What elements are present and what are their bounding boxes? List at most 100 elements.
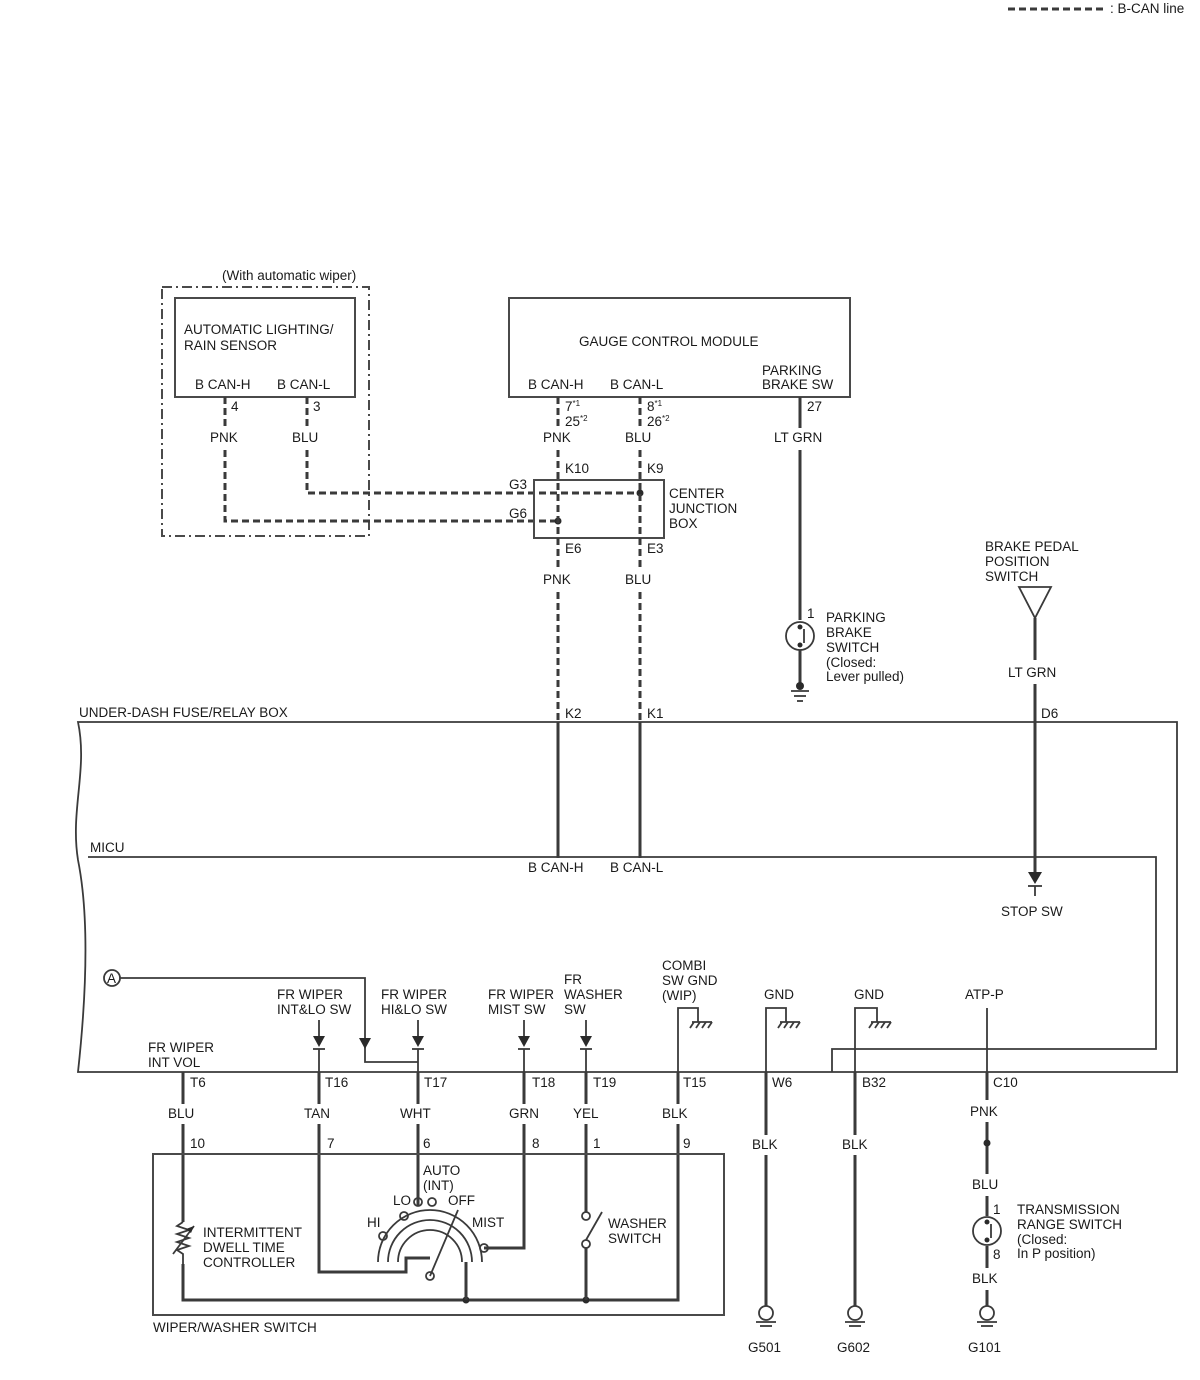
wiper-pin-8: 8 <box>532 1136 540 1151</box>
brake-pedal-switch: BRAKE PEDAL POSITION SWITCH LT GRN D6 <box>985 539 1079 896</box>
junction-wire-pnk: PNK <box>543 572 571 587</box>
rotary-mist: MIST <box>472 1215 504 1230</box>
wiper-pin-1: 1 <box>593 1136 601 1151</box>
junction-k9: K9 <box>647 461 664 476</box>
brake-pedal-pin-d6: D6 <box>1041 706 1058 721</box>
washer-switch-label-2: SWITCH <box>608 1231 661 1246</box>
micu-bcan-l: B CAN-L <box>610 860 664 875</box>
parking-brake-switch: 1 PARKING BRAKE SWITCH (Closed: Lever pu… <box>785 397 904 702</box>
pin-label-wash-3: SW <box>564 1002 586 1017</box>
terminal-t16: T16 <box>325 1075 348 1090</box>
wire-t17: WHT <box>400 1106 431 1121</box>
gauge-wire-ltgrn: LT GRN <box>774 430 822 445</box>
trans-label-1: TRANSMISSION <box>1017 1202 1120 1217</box>
gauge-pin-h-b: 25*2 <box>565 414 588 429</box>
terminal-labels: T6 T16 T17 T18 T19 T15 W6 B32 C10 <box>190 1075 1018 1090</box>
wire-t16: TAN <box>304 1106 330 1121</box>
ground-g101: G101 <box>968 1340 1001 1355</box>
parking-switch-label-2: BRAKE <box>826 625 872 640</box>
gauge-pb-label-1: PARKING <box>762 363 822 378</box>
parking-switch-label-5: Lever pulled) <box>826 669 904 684</box>
wiper-pin-6: 6 <box>423 1136 431 1151</box>
rain-sensor-bcan-l: B CAN-L <box>277 377 331 392</box>
pin-label-int-vol-1: FR WIPER <box>148 1040 214 1055</box>
legend: : B-CAN line <box>1008 1 1184 16</box>
junction-k10: K10 <box>565 461 589 476</box>
pin-label-mist-2: MIST SW <box>488 1002 546 1017</box>
rain-sensor-pin-4: 4 <box>231 399 239 414</box>
wire-t15: BLK <box>662 1106 688 1121</box>
junction-label-3: BOX <box>669 516 698 531</box>
rain-sensor-wire-blu: BLU <box>292 430 318 445</box>
pin-label-gnd-1: GND <box>764 987 794 1002</box>
wiper-switch-label: WIPER/WASHER SWITCH <box>153 1320 317 1335</box>
rain-sensor-title-1: AUTOMATIC LIGHTING/ <box>184 322 334 337</box>
trans-pin-8: 8 <box>993 1247 1001 1262</box>
micu-bcan-h: B CAN-H <box>528 860 584 875</box>
trans-label-4: In P position) <box>1017 1246 1096 1261</box>
pin-label-hilo-2: HI&LO SW <box>381 1002 447 1017</box>
trans-label-2: RANGE SWITCH <box>1017 1217 1122 1232</box>
underdash-k1: K1 <box>647 706 664 721</box>
junction-g3: G3 <box>509 477 527 492</box>
trans-pin-1: 1 <box>993 1202 1001 1217</box>
junction-g6: G6 <box>509 506 527 521</box>
junction-label-1: CENTER <box>669 486 725 501</box>
wire-c10-mid: BLU <box>972 1177 998 1192</box>
micu-pin-labels: FR WIPER INT VOL FR WIPER INT&LO SW FR W… <box>148 958 1004 1070</box>
micu-label: MICU <box>90 840 125 855</box>
gauge-pin-l-b: 26*2 <box>647 414 670 429</box>
brake-pedal-label-1: BRAKE PEDAL <box>985 539 1079 554</box>
parking-switch-pin: 1 <box>807 606 815 621</box>
center-junction-box: CENTER JUNCTION BOX K10 K9 G3 G6 E6 E3 P… <box>509 461 737 587</box>
gauge-bcan-h: B CAN-H <box>528 377 584 392</box>
pin-label-gnd-2: GND <box>854 987 884 1002</box>
rain-sensor-title-2: RAIN SENSOR <box>184 338 277 353</box>
wire-c10-bot: BLK <box>972 1271 998 1286</box>
wire-b32: BLK <box>842 1137 868 1152</box>
junction-e3: E3 <box>647 541 664 556</box>
bcan-trunk-wires <box>556 397 642 858</box>
brake-pedal-wire-ltgrn: LT GRN <box>1008 665 1056 680</box>
rotary-int: (INT) <box>423 1178 454 1193</box>
wiper-pin-9: 9 <box>683 1136 691 1151</box>
gauge-pin-h-a: 7*1 <box>565 399 581 414</box>
wire-color-labels: BLU TAN WHT GRN YEL BLK BLK BLK PNK BLU … <box>168 1104 998 1286</box>
rain-sensor-wire-pnk: PNK <box>210 430 238 445</box>
gauge-bcan-l: B CAN-L <box>610 377 664 392</box>
pin-label-combi-3: (WIP) <box>662 988 697 1003</box>
washer-switch-label-1: WASHER <box>608 1216 667 1231</box>
ground-g501: G501 <box>748 1340 781 1355</box>
wire-t6: BLU <box>168 1106 194 1121</box>
micu-internals <box>120 977 988 1072</box>
wiper-washer-switch: WIPER/WASHER SWITCH 10 7 6 8 1 9 INTERMI… <box>152 1136 725 1335</box>
trans-label-3: (Closed: <box>1017 1232 1067 1247</box>
wire-c10-top: PNK <box>970 1104 998 1119</box>
rotary-hi: HI <box>367 1215 381 1230</box>
junction-label-2: JUNCTION <box>669 501 737 516</box>
pin-label-wash-1: FR <box>564 972 582 987</box>
controller-label-3: CONTROLLER <box>203 1255 296 1270</box>
rotary-lo: LO <box>393 1193 411 1208</box>
parking-switch-label-3: SWITCH <box>826 640 879 655</box>
terminal-b32: B32 <box>862 1075 886 1090</box>
rotary-auto: AUTO <box>423 1163 460 1178</box>
terminal-t19: T19 <box>593 1075 616 1090</box>
pin-label-combi-2: SW GND <box>662 973 718 988</box>
pin-label-intlo-1: FR WIPER <box>277 987 343 1002</box>
terminal-t15: T15 <box>683 1075 706 1090</box>
controller-label-2: DWELL TIME <box>203 1240 285 1255</box>
rain-sensor-wires <box>223 397 640 523</box>
terminal-t18: T18 <box>532 1075 555 1090</box>
junction-e6: E6 <box>565 541 582 556</box>
underdash-k2: K2 <box>565 706 582 721</box>
wire-t18: GRN <box>509 1106 539 1121</box>
wiper-pin-10: 10 <box>190 1136 205 1151</box>
parking-switch-label-4: (Closed: <box>826 655 876 670</box>
gauge-wire-pnk: PNK <box>543 430 571 445</box>
brake-pedal-label-3: SWITCH <box>985 569 1038 584</box>
pin-label-hilo-1: FR WIPER <box>381 987 447 1002</box>
gauge-pin-l-a: 8*1 <box>647 399 663 414</box>
terminal-c10: C10 <box>993 1075 1018 1090</box>
